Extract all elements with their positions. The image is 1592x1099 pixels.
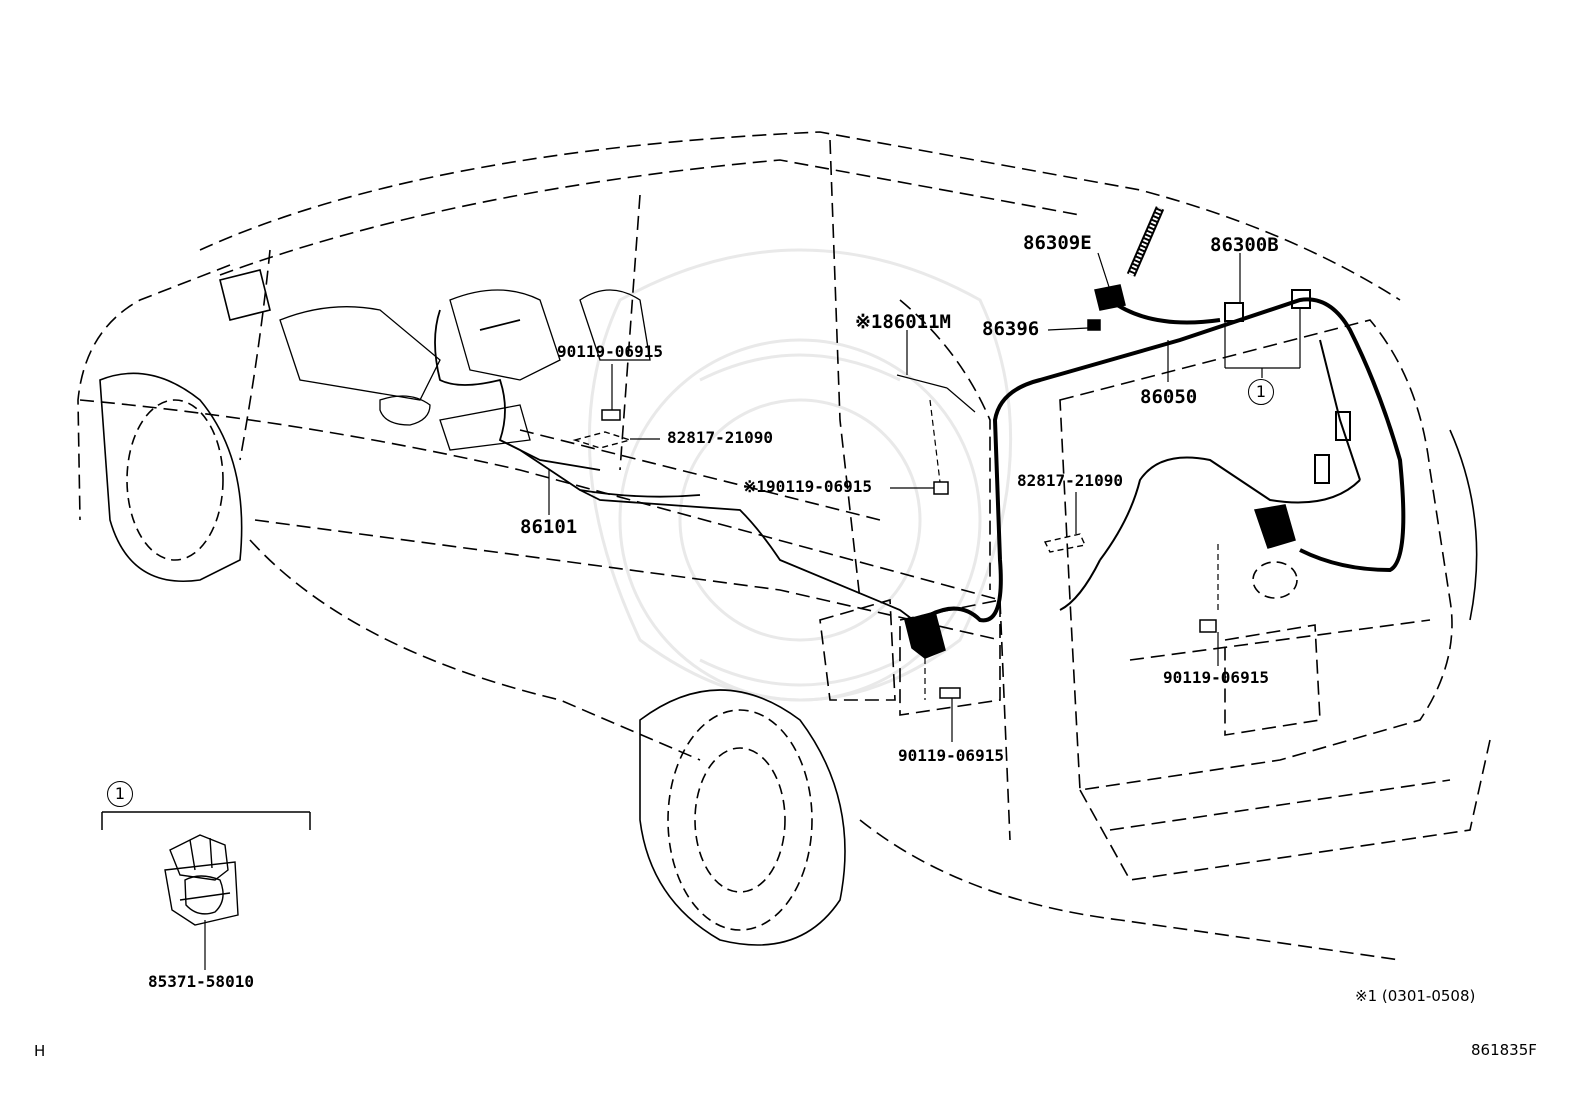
label-86011m[interactable]: 86011M: [882, 311, 951, 333]
footnote: ※1 (0301-0508): [1355, 987, 1476, 1005]
callout-1-detail: 1: [107, 781, 133, 807]
label-82817-rear[interactable]: 82817-21090: [1017, 471, 1123, 490]
dashboard-detail: [279, 289, 651, 451]
label-90119-mid-group: ※190119-06915: [743, 479, 872, 495]
label-86309e[interactable]: 86309E: [1023, 232, 1092, 254]
car-body-solid: [99, 269, 1478, 946]
wheels: [126, 399, 1298, 931]
antenna-mast: [1126, 206, 1165, 277]
label-90119-rear-right[interactable]: 90119-06915: [1163, 668, 1269, 687]
label-90119-rear-low[interactable]: 90119-06915: [898, 746, 1004, 765]
callout-1-rear: 1: [1248, 379, 1274, 405]
leader-lines: [204, 252, 1301, 970]
label-86011m-group: ※186011M: [855, 313, 951, 332]
label-86396[interactable]: 86396: [982, 318, 1040, 340]
mark-86011m: ※1: [855, 311, 883, 333]
label-90119-mid[interactable]: 90119-06915: [766, 477, 873, 496]
label-82817-front[interactable]: 82817-21090: [667, 428, 773, 447]
label-85371[interactable]: 85371-58010: [148, 972, 254, 991]
watermark: [587, 248, 1013, 702]
diagram-code: 861835F: [1471, 1041, 1537, 1059]
bolts: [601, 409, 1217, 699]
components: [904, 284, 1351, 659]
label-86050[interactable]: 86050: [1140, 386, 1198, 408]
label-86101[interactable]: 86101: [520, 516, 578, 538]
label-90119-front[interactable]: 90119-06915: [557, 342, 663, 361]
clip-detail-drawing: [164, 834, 239, 926]
corner-mark: H: [34, 1042, 46, 1060]
mark-90119-mid: ※1: [743, 477, 767, 496]
label-86300b[interactable]: 86300B: [1210, 234, 1279, 256]
rear-side-cord: [1059, 339, 1361, 611]
front-antenna-cord: [434, 309, 921, 626]
detail-bracket: [101, 811, 311, 830]
clamps: [572, 431, 1087, 553]
car-body-outline: [77, 131, 1491, 961]
